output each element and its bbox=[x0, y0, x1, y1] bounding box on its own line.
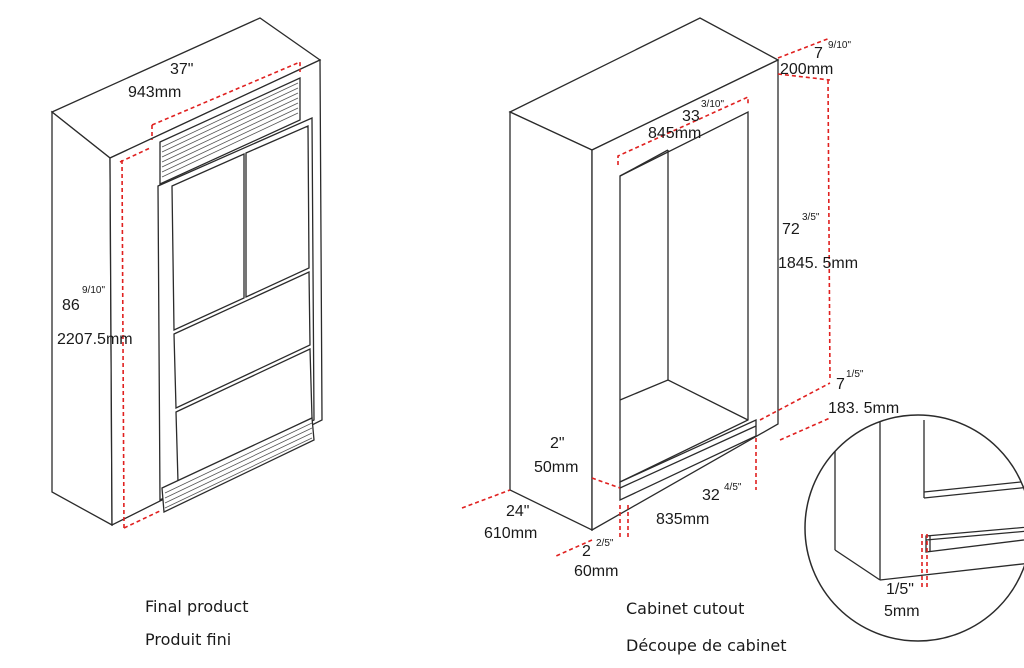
bottom-width-in: 32 bbox=[702, 487, 720, 504]
kickplate-grille bbox=[161, 417, 315, 513]
detail-gap-mm: 5mm bbox=[884, 603, 920, 620]
top-offset-in: 7 bbox=[814, 45, 823, 62]
toe-mm: 50mm bbox=[534, 459, 578, 476]
product-height-in: 86 bbox=[62, 297, 80, 314]
cutout-height-mm: 1845. 5mm bbox=[778, 255, 858, 272]
side-offset-in-fraction: 1/5" bbox=[846, 369, 864, 380]
front-in: 2 bbox=[582, 543, 591, 560]
detail-callout bbox=[804, 414, 1024, 642]
cutout-height-in-fraction: 3/5" bbox=[802, 212, 820, 223]
toe-line bbox=[591, 477, 621, 489]
left-upper-door bbox=[171, 152, 245, 332]
front-mm: 60mm bbox=[574, 563, 618, 580]
top-offset-mm: 200mm bbox=[780, 61, 833, 78]
top-offset-line bbox=[777, 37, 831, 59]
detail-circle bbox=[804, 414, 1024, 642]
right-upper-door bbox=[245, 125, 310, 299]
detail-gap-in: 1/5" bbox=[886, 581, 914, 598]
side-offset-in: 7 bbox=[836, 376, 845, 393]
caption-produit-fini: Produit fini bbox=[145, 630, 231, 649]
cabinet-cutout-drawing bbox=[461, 17, 831, 557]
product-height-mm: 2207.5mm bbox=[57, 331, 133, 348]
opening-width-mm: 845mm bbox=[648, 125, 701, 142]
height-dimension-line bbox=[121, 159, 125, 529]
opening-width-in: 33 bbox=[682, 108, 700, 125]
side-offset-line bbox=[759, 382, 831, 421]
cutout-opening bbox=[619, 110, 749, 484]
middle-drawer bbox=[173, 270, 311, 410]
toe-board bbox=[619, 418, 757, 502]
depth-mm: 610mm bbox=[484, 525, 537, 542]
top-offset-in-fraction: 9/10" bbox=[828, 40, 851, 51]
product-width-mm: 943mm bbox=[128, 84, 181, 101]
top-grille bbox=[159, 76, 301, 186]
cutout-height-line bbox=[827, 79, 831, 381]
caption-decoupe-de-cabinet: Découpe de cabinet bbox=[626, 636, 787, 655]
depth-in: 24" bbox=[506, 503, 529, 520]
bottom-width-in-fraction: 4/5" bbox=[724, 482, 742, 493]
opening-width-in-fraction: 3/10" bbox=[701, 99, 724, 110]
caption-final-product: Final product bbox=[145, 597, 249, 616]
cabinet-side-face bbox=[51, 110, 113, 527]
side-offset-mm: 183. 5mm bbox=[828, 400, 899, 417]
depth-line bbox=[461, 489, 511, 509]
final-product-drawing bbox=[50, 17, 323, 529]
caption-cabinet-cutout: Cabinet cutout bbox=[626, 599, 744, 618]
toe-in: 2" bbox=[550, 435, 565, 452]
cutout-height-in: 72 bbox=[782, 221, 800, 238]
product-width-in: 37" bbox=[170, 61, 193, 78]
opening-width-line bbox=[617, 95, 749, 165]
bottom-width-mm: 835mm bbox=[656, 511, 709, 528]
front-in-fraction: 2/5" bbox=[596, 538, 614, 549]
product-height-in-fraction: 9/10" bbox=[82, 285, 105, 296]
